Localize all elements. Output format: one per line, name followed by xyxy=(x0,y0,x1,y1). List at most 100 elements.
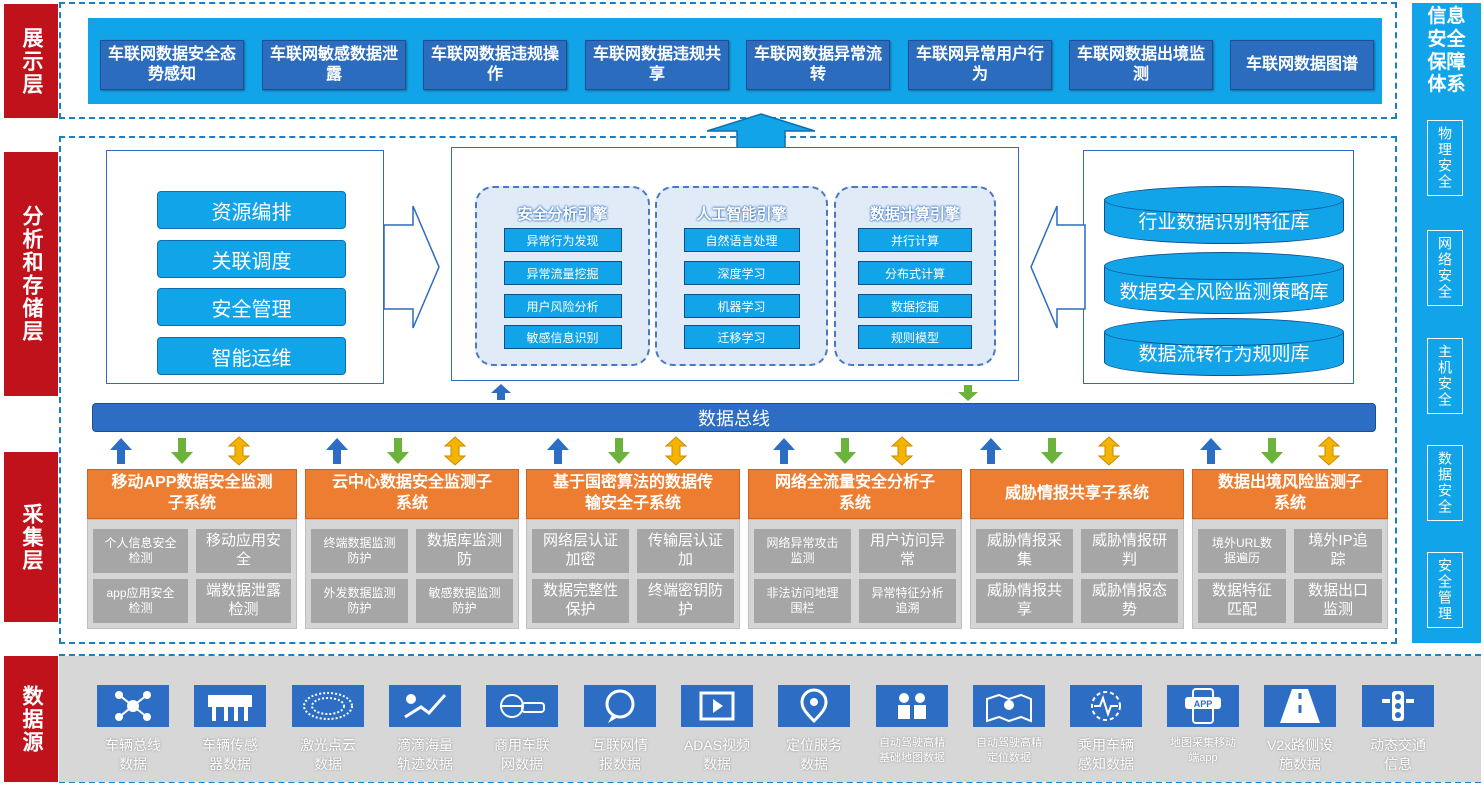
display-item: 车联网数据异常流转 xyxy=(746,40,890,90)
security-item: 安全管理 xyxy=(1427,552,1463,628)
subsystem-cell: 端数据泄露检测 xyxy=(196,579,291,623)
security-item: 网络安全 xyxy=(1427,230,1463,306)
source-label: 商用车联网数据 xyxy=(494,737,550,772)
pulse-sensor-icon xyxy=(1070,685,1142,727)
globe-car-icon-glyph xyxy=(500,694,545,718)
source-label: 滴滴海量轨迹数据 xyxy=(397,737,453,772)
chat-bubble-icon xyxy=(584,685,656,727)
engine-item: 机器学习 xyxy=(683,294,800,318)
subsystem-cell: 移动应用安全 xyxy=(196,529,291,573)
subsystem-cell: 终端数据监测防护 xyxy=(311,529,408,573)
map-pin-icon xyxy=(973,685,1045,727)
subsystem-title: 威胁情报共享子系统 xyxy=(970,469,1184,519)
sensor-chip-icon-glyph xyxy=(208,695,252,721)
down-arrow-icon xyxy=(1261,438,1283,464)
app-phone-icon-glyph: APP xyxy=(1185,688,1221,724)
up-arrow-icon xyxy=(326,438,348,464)
bidirectional-arrow-icon xyxy=(227,436,251,466)
engine-item: 规则模型 xyxy=(858,325,972,349)
engine-title: 人工智能引擎 xyxy=(696,206,787,223)
security-item: 主机安全 xyxy=(1427,338,1463,414)
up-arrow-icon xyxy=(773,438,795,464)
display-item: 车联网数据出境监测 xyxy=(1069,40,1213,90)
source-label: 互联网情报数据 xyxy=(592,737,648,772)
up-arrow-icon xyxy=(547,438,569,464)
up-arrow-icon xyxy=(1200,438,1222,464)
app-phone-icon: APP xyxy=(1167,685,1239,727)
resource-function-item: 安全管理 xyxy=(157,288,346,326)
subsystem-cell: 数据特征匹配 xyxy=(1198,579,1286,623)
map-pin-icon-glyph xyxy=(986,693,1032,723)
bidirectional-arrow-icon xyxy=(1097,436,1121,466)
subsystem-cell: 威胁情报共享 xyxy=(976,579,1073,623)
source-label: 自动驾驶高精定位数据 xyxy=(976,737,1042,764)
bidirectional-arrow-icon xyxy=(443,436,467,466)
bidirectional-arrow-icon xyxy=(664,436,688,466)
right-arrow-icon xyxy=(383,205,440,329)
database-cylinder-top xyxy=(1104,186,1344,214)
pulse-sensor-icon-glyph xyxy=(1091,691,1121,721)
people-map-icon xyxy=(876,685,948,727)
subsystem-title: 云中心数据安全监测子系统 xyxy=(305,469,519,519)
up-arrow-icon xyxy=(980,438,1002,464)
engine-title: 数据计算引擎 xyxy=(869,206,960,223)
small-up-arrow-icon xyxy=(491,384,511,400)
subsystem-cell: 用户访问异常 xyxy=(859,529,956,573)
subsystem-cell: 威胁情报研判 xyxy=(1081,529,1178,573)
source-label: V2x路侧设施数据 xyxy=(1266,737,1334,772)
engine-item: 数据挖掘 xyxy=(858,294,972,318)
security-item: 物理安全 xyxy=(1427,120,1463,196)
security-system-title: 信息安全保障体系 xyxy=(1427,6,1466,96)
down-arrow-icon xyxy=(834,438,856,464)
route-track-icon xyxy=(389,685,461,727)
resource-function-item: 智能运维 xyxy=(157,337,346,375)
svg-text:APP: APP xyxy=(1194,699,1213,709)
film-strip-icon-glyph xyxy=(699,691,735,721)
subsystem-cell: 异常特征分析追溯 xyxy=(859,579,956,623)
subsystem-title: 移动APP数据安全监测子系统 xyxy=(87,469,297,519)
route-track-icon-glyph xyxy=(404,694,447,719)
up-arrow-icon xyxy=(110,438,132,464)
engine-title: 安全分析引擎 xyxy=(517,206,608,223)
layer-tag-source: 数据源 xyxy=(4,656,58,782)
security-item: 数据安全 xyxy=(1427,445,1463,521)
subsystem-title: 数据出境风险监测子系统 xyxy=(1192,469,1388,519)
display-item: 车联网数据安全态势感知 xyxy=(100,40,244,90)
subsystem-cell: 网络异常攻击监测 xyxy=(754,529,851,573)
down-arrow-icon xyxy=(171,438,193,464)
left-arrow-icon xyxy=(1030,205,1086,329)
display-item: 车联网异常用户行为 xyxy=(908,40,1052,90)
resource-function-item: 资源编排 xyxy=(157,191,346,229)
source-label: 自动驾驶高精基础地图数据 xyxy=(879,737,945,764)
layer-tag-display: 展示层 xyxy=(4,4,58,118)
source-label: 定位服务数据 xyxy=(786,737,842,772)
down-arrow-icon xyxy=(387,438,409,464)
layer-tag-collection: 采集层 xyxy=(4,452,58,622)
display-item: 车联网数据违规操作 xyxy=(423,40,567,90)
display-item: 车联网敏感数据泄露 xyxy=(262,40,406,90)
database-cylinder-top xyxy=(1104,252,1344,280)
traffic-light-icon-glyph xyxy=(1382,691,1414,721)
engine-item: 敏感信息识别 xyxy=(503,325,622,349)
engine-item: 深度学习 xyxy=(683,261,800,285)
subsystem-cell: 网络层认证加密 xyxy=(532,529,629,573)
subsystem-cell: 境外URL数据遍历 xyxy=(1198,529,1286,573)
security-system-column xyxy=(1412,3,1481,643)
location-pin-icon-glyph xyxy=(800,688,828,724)
network-hub-icon-glyph xyxy=(115,691,151,721)
engine-item: 分布式计算 xyxy=(858,261,972,285)
subsystem-cell: 终端密钥防护 xyxy=(637,579,734,623)
layer-tag-analysis: 分析和存储层 xyxy=(4,152,58,396)
subsystem-cell: 传输层认证加 xyxy=(637,529,734,573)
subsystem-title: 基于国密算法的数据传输安全子系统 xyxy=(526,469,740,519)
small-down-arrow-icon xyxy=(958,385,978,401)
subsystem-cell: 非法访问地理围栏 xyxy=(754,579,851,623)
globe-car-icon xyxy=(486,685,558,727)
resource-function-item: 关联调度 xyxy=(157,240,346,278)
subsystem-cell: 数据完整性保护 xyxy=(532,579,629,623)
database-cylinder-top xyxy=(1104,318,1344,346)
engine-item: 并行计算 xyxy=(858,228,972,252)
sensor-chip-icon xyxy=(194,685,266,727)
engine-item: 迁移学习 xyxy=(683,325,800,349)
subsystem-cell: 数据出口监测 xyxy=(1294,579,1382,623)
